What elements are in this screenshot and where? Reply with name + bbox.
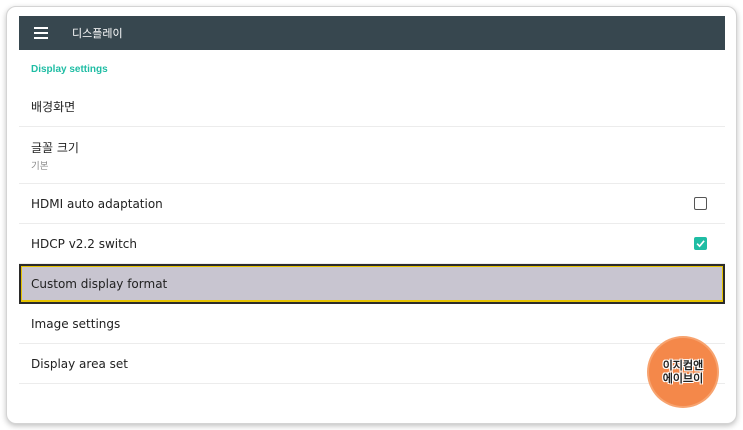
display-settings-screen: 디스플레이 Display settings 배경화면 글꼴 크기 기본 HDM…: [19, 16, 725, 412]
list-item-label: HDCP v2.2 switch: [31, 236, 138, 251]
list-item-font-size[interactable]: 글꼴 크기 기본: [19, 127, 725, 184]
list-item-hdcp-switch[interactable]: HDCP v2.2 switch: [19, 224, 725, 264]
list-item-display-area-set[interactable]: Display area set: [19, 344, 725, 384]
list-item-label: HDMI auto adaptation: [31, 196, 163, 211]
app-bar: 디스플레이: [19, 16, 725, 50]
menu-button[interactable]: [19, 16, 63, 50]
list-item-label: 배경화면: [31, 100, 76, 114]
watermark-logo: 이지컴앤 에이브이: [649, 338, 717, 406]
list-item-wallpaper[interactable]: 배경화면: [19, 87, 725, 127]
hamburger-menu-icon: [34, 27, 48, 39]
page-title: 디스플레이: [72, 27, 123, 40]
list-item-subtitle: 기본: [31, 160, 49, 172]
watermark-line-1: 이지컴앤: [662, 359, 704, 372]
checkmark-icon: [696, 240, 705, 248]
watermark-line-2: 에이브이: [662, 372, 704, 385]
list-item-label: Display area set: [31, 356, 128, 371]
list-item-label: Custom display format: [31, 276, 168, 291]
hdmi-auto-adaptation-checkbox[interactable]: [694, 197, 707, 210]
section-header: Display settings: [31, 64, 108, 75]
list-item-custom-display-format[interactable]: Custom display format: [19, 264, 725, 304]
hdcp-switch-checkbox[interactable]: [694, 237, 707, 250]
list-item-hdmi-auto-adaptation[interactable]: HDMI auto adaptation: [19, 184, 725, 224]
list-item-label: Image settings: [31, 316, 121, 331]
settings-list: 배경화면 글꼴 크기 기본 HDMI auto adaptation HDCP …: [19, 87, 725, 384]
list-item-label: 글꼴 크기: [31, 140, 79, 155]
list-item-image-settings[interactable]: Image settings: [19, 304, 725, 344]
